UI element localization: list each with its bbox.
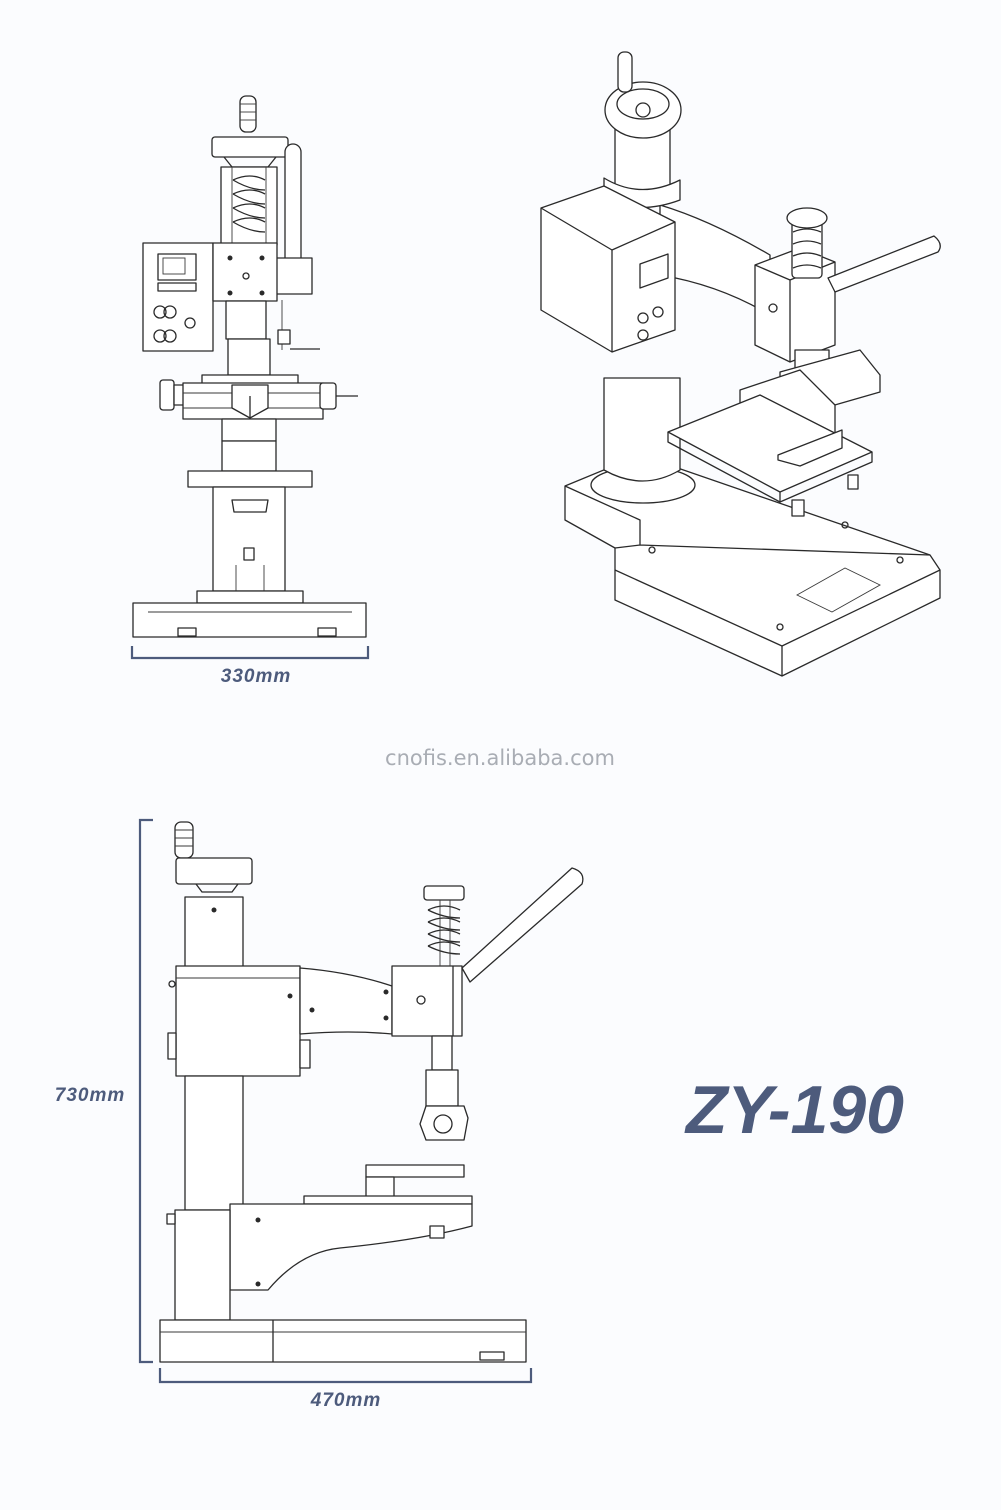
side-view-drawing: [159, 821, 584, 1363]
isometric-view-drawing: [540, 51, 941, 677]
side-height-dimension: [138, 818, 153, 1364]
side-height-label: 730mm: [55, 1085, 126, 1106]
side-width-label: 470mm: [310, 1390, 382, 1411]
front-width-label: 330mm: [221, 666, 292, 687]
front-view-drawing: [132, 95, 367, 638]
front-width-dimension: [130, 646, 370, 660]
model-name: ZY-190: [684, 1072, 904, 1148]
side-width-dimension: [158, 1368, 533, 1384]
watermark-text: cnofis.en.alibaba.com: [385, 746, 615, 770]
